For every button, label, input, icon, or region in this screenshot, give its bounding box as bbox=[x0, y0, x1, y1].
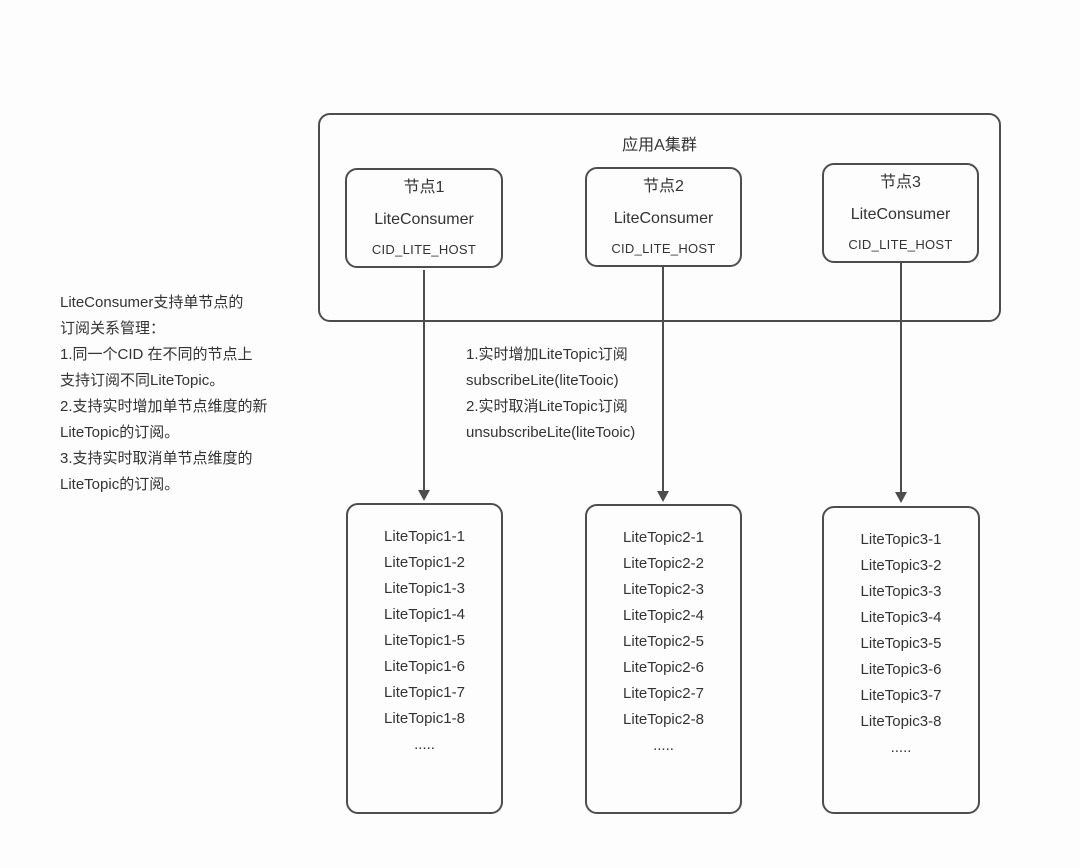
topic-list-item: LiteTopic1-6 bbox=[384, 658, 465, 675]
topic-list-ellipsis: ..... bbox=[890, 739, 912, 756]
topic-list-item: LiteTopic2-5 bbox=[623, 633, 704, 650]
topic-list-item: LiteTopic3-5 bbox=[860, 635, 942, 652]
topic-box-1: LiteTopic1-1 LiteTopic1-2 LiteTopic1-3 L… bbox=[346, 503, 503, 814]
node-box-3: 节点3 LiteConsumer CID_LITE_HOST bbox=[822, 163, 979, 263]
topic-list-item: LiteTopic2-8 bbox=[623, 711, 704, 728]
topic-list-item: LiteTopic1-1 bbox=[384, 528, 465, 545]
arrow-down-icon bbox=[895, 492, 907, 503]
arrow-node2-to-topics-line bbox=[662, 267, 664, 492]
topic-list-item: LiteTopic3-1 bbox=[860, 531, 942, 548]
left-note-line: LiteTopic的订阅。 bbox=[60, 424, 180, 441]
left-note-line: 支持订阅不同LiteTopic。 bbox=[60, 372, 225, 389]
node-2-title: 节点2 bbox=[643, 178, 684, 195]
arrow-node1-to-topics-line bbox=[423, 270, 425, 491]
node-1-cid-label: CID_LITE_HOST bbox=[371, 242, 477, 257]
left-note-line: 3.支持实时取消单节点维度的 bbox=[60, 450, 253, 467]
arrow-note-line: 1.实时增加LiteTopic订阅 bbox=[466, 346, 628, 363]
topic-list-item: LiteTopic3-8 bbox=[860, 713, 942, 730]
node-3-consumer-label: LiteConsumer bbox=[850, 206, 951, 223]
node-box-1: 节点1 LiteConsumer CID_LITE_HOST bbox=[345, 168, 503, 268]
node-2-cid-label: CID_LITE_HOST bbox=[611, 241, 716, 256]
left-note: LiteConsumer支持单节点的 订阅关系管理： 1.同一个CID 在不同的… bbox=[60, 290, 268, 498]
node-box-2: 节点2 LiteConsumer CID_LITE_HOST bbox=[585, 167, 742, 267]
topic-box-2: LiteTopic2-1 LiteTopic2-2 LiteTopic2-3 L… bbox=[585, 504, 742, 814]
topic-list-item: LiteTopic3-4 bbox=[860, 609, 942, 626]
arrow-note: 1.实时增加LiteTopic订阅 subscribeLite(liteTooi… bbox=[466, 342, 635, 446]
cluster-title: 应用A集群 bbox=[622, 137, 697, 154]
arrow-note-line: subscribeLite(liteTooic) bbox=[466, 372, 619, 389]
left-note-line: 1.同一个CID 在不同的节点上 bbox=[60, 346, 253, 363]
topic-list-item: LiteTopic1-7 bbox=[384, 684, 465, 701]
topic-list-item: LiteTopic1-5 bbox=[384, 632, 465, 649]
topic-list-item: LiteTopic2-6 bbox=[623, 659, 704, 676]
topic-list-item: LiteTopic2-7 bbox=[623, 685, 704, 702]
node-3-title: 节点3 bbox=[880, 174, 921, 191]
left-note-line: 2.支持实时增加单节点维度的新 bbox=[60, 398, 268, 415]
topic-list-ellipsis: ..... bbox=[653, 737, 674, 754]
topic-list-item: LiteTopic2-4 bbox=[623, 607, 704, 624]
topic-list-item: LiteTopic2-3 bbox=[623, 581, 704, 598]
topic-list-item: LiteTopic1-2 bbox=[384, 554, 465, 571]
node-3-cid-label: CID_LITE_HOST bbox=[848, 237, 953, 252]
topic-list-item: LiteTopic1-8 bbox=[384, 710, 465, 727]
left-note-line: LiteTopic的订阅。 bbox=[60, 476, 180, 493]
topic-list-item: LiteTopic1-3 bbox=[384, 580, 465, 597]
topic-list-item: LiteTopic3-6 bbox=[860, 661, 942, 678]
topic-list-item: LiteTopic2-2 bbox=[623, 555, 704, 572]
node-2-consumer-label: LiteConsumer bbox=[613, 210, 714, 227]
topic-list-item: LiteTopic3-2 bbox=[860, 557, 942, 574]
node-1-title: 节点1 bbox=[403, 179, 445, 196]
topic-list-item: LiteTopic3-7 bbox=[860, 687, 942, 704]
node-1-consumer-label: LiteConsumer bbox=[374, 211, 474, 228]
arrow-note-line: unsubscribeLite(liteTooic) bbox=[466, 424, 636, 441]
topic-list-item: LiteTopic3-3 bbox=[860, 583, 942, 600]
left-note-line: 订阅关系管理： bbox=[60, 320, 166, 337]
left-note-line: LiteConsumer支持单节点的 bbox=[60, 294, 244, 311]
topic-list-ellipsis: ..... bbox=[414, 736, 435, 753]
topic-list-item: LiteTopic1-4 bbox=[384, 606, 465, 623]
arrow-down-icon bbox=[657, 491, 669, 502]
arrow-down-icon bbox=[418, 490, 430, 501]
arrow-node3-to-topics-line bbox=[900, 263, 902, 493]
topic-list-item: LiteTopic2-1 bbox=[623, 529, 704, 546]
topic-box-3: LiteTopic3-1 LiteTopic3-2 LiteTopic3-3 L… bbox=[822, 506, 980, 814]
arrow-note-line: 2.实时取消LiteTopic订阅 bbox=[466, 398, 628, 415]
